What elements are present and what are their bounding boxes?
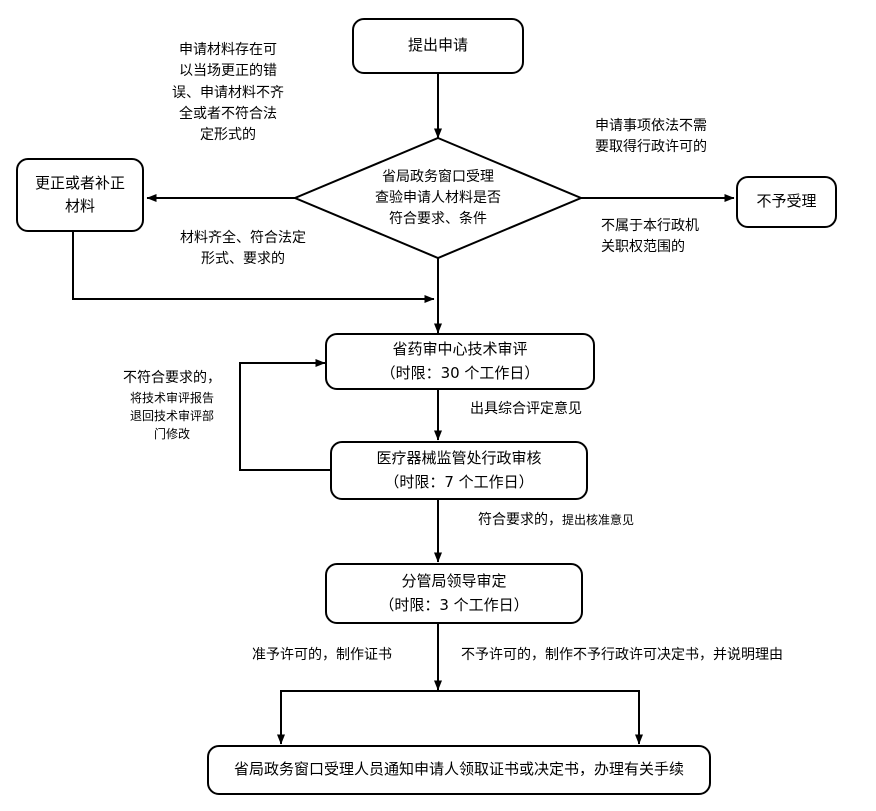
edge-correct-to-mainline	[72, 232, 435, 303]
node-correct-materials-line1: 更正或者补正	[34, 173, 125, 192]
decision-diamond-shape	[293, 136, 583, 260]
label-return-for-revision-line3: 退回技术审评部	[129, 409, 214, 423]
node-not-accepted[interactable]: 不予受理	[736, 176, 837, 228]
node-notify-applicant-label: 省局政务窗口受理人员通知申请人领取证书或决定书，办理有关手续	[233, 760, 684, 779]
label-out-of-scope: 不属于本行政机 关职权范围的	[601, 218, 699, 256]
node-administrative-review-line2: （时限：7 个工作日）	[384, 472, 534, 491]
label-no-permit-needed: 申请事项依法不需 要取得行政许可的	[595, 118, 707, 156]
node-not-accepted-label: 不予受理	[756, 192, 817, 211]
node-leader-approval-line2: （时限：3 个工作日）	[379, 595, 529, 614]
label-approval-opinion-part2: 提出核准意见	[562, 513, 635, 527]
label-return-for-revision-line1: 不符合要求的，	[123, 370, 221, 386]
node-technical-review[interactable]: 省药审中心技术审评 （时限：30 个工作日）	[325, 333, 595, 390]
node-technical-review-line1: 省药审中心技术审评	[392, 340, 528, 359]
node-administrative-review-line1: 医疗器械监管处行政审核	[376, 449, 542, 468]
label-deny-permit: 不予许可的，制作不予行政许可决定书，并说明理由	[461, 647, 783, 663]
label-grant-permit: 准予许可的，制作证书	[252, 647, 392, 663]
label-approval-opinion-part1: 符合要求的，	[478, 512, 562, 528]
node-leader-approval-line1: 分管局领导审定	[401, 572, 507, 591]
label-return-for-revision-line2: 将技术审评报告	[129, 391, 214, 405]
node-correct-materials-line2: 材料	[64, 197, 95, 215]
label-return-for-revision: 不符合要求的， 将技术审评报告 退回技术审评部 门修改	[96, 368, 248, 443]
label-approval-opinion: 符合要求的，提出核准意见	[478, 507, 698, 531]
node-correct-materials[interactable]: 更正或者补正 材料	[16, 158, 144, 232]
node-administrative-review[interactable]: 医疗器械监管处行政审核 （时限：7 个工作日）	[330, 441, 588, 500]
label-return-for-revision-line4: 门修改	[153, 427, 190, 441]
label-materials-complete: 材料齐全、符合法定 形式、要求的	[180, 230, 306, 268]
node-notify-applicant[interactable]: 省局政务窗口受理人员通知申请人领取证书或决定书，办理有关手续	[207, 745, 711, 795]
node-leader-approval[interactable]: 分管局领导审定 （时限：3 个工作日）	[325, 563, 583, 624]
edge-admin-back-to-tech	[239, 359, 330, 471]
node-submit-application-label: 提出申请	[407, 36, 468, 55]
label-correctable-materials: 申请材料存在可 以当场更正的错 误、申请材料不齐 全或者不符合法 定形式的	[172, 42, 284, 144]
node-technical-review-line2: （时限：30 个工作日）	[380, 363, 540, 382]
label-comprehensive-opinion: 出具综合评定意见	[470, 401, 582, 417]
node-submit-application[interactable]: 提出申请	[352, 18, 524, 74]
